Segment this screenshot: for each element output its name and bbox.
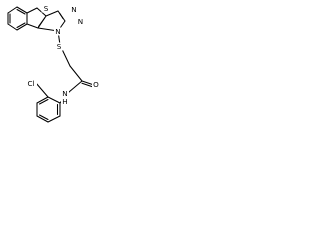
bond [47, 96, 61, 104]
bond [7, 23, 18, 31]
atom-label-s-linker: S [57, 42, 62, 51]
bond [36, 115, 49, 123]
bond [26, 7, 38, 14]
atom-label-s-ring: S [44, 4, 49, 13]
bond [36, 96, 49, 104]
molecule-structure: S N N N S O N H Cl [7, 4, 100, 123]
atom-label-cl-substituent: Cl [27, 79, 34, 88]
bond [68, 80, 83, 93]
bond [7, 6, 18, 14]
atom-labels: S N N N S O N H Cl [25, 4, 100, 106]
atom-label-h-amide: H [62, 97, 67, 106]
bond [16, 6, 28, 14]
atom-label-n-ring-right: N [78, 17, 83, 26]
bond [37, 16, 46, 28]
bond [59, 12, 64, 20]
bond [26, 23, 39, 29]
atom-label-n-ring-top: N [71, 5, 76, 14]
bond [45, 10, 59, 17]
atom-label-n-amide: N [62, 89, 67, 98]
bond [16, 8, 26, 15]
bond [69, 65, 83, 82]
bond [35, 82, 49, 98]
bond [47, 115, 61, 123]
atom-label-o-carbonyl: O [93, 80, 99, 89]
bond [81, 82, 94, 88]
bond [16, 23, 28, 31]
bond [38, 114, 49, 121]
atom-label-n-fused: N [55, 27, 60, 36]
bond [38, 98, 49, 105]
bond [16, 22, 26, 29]
